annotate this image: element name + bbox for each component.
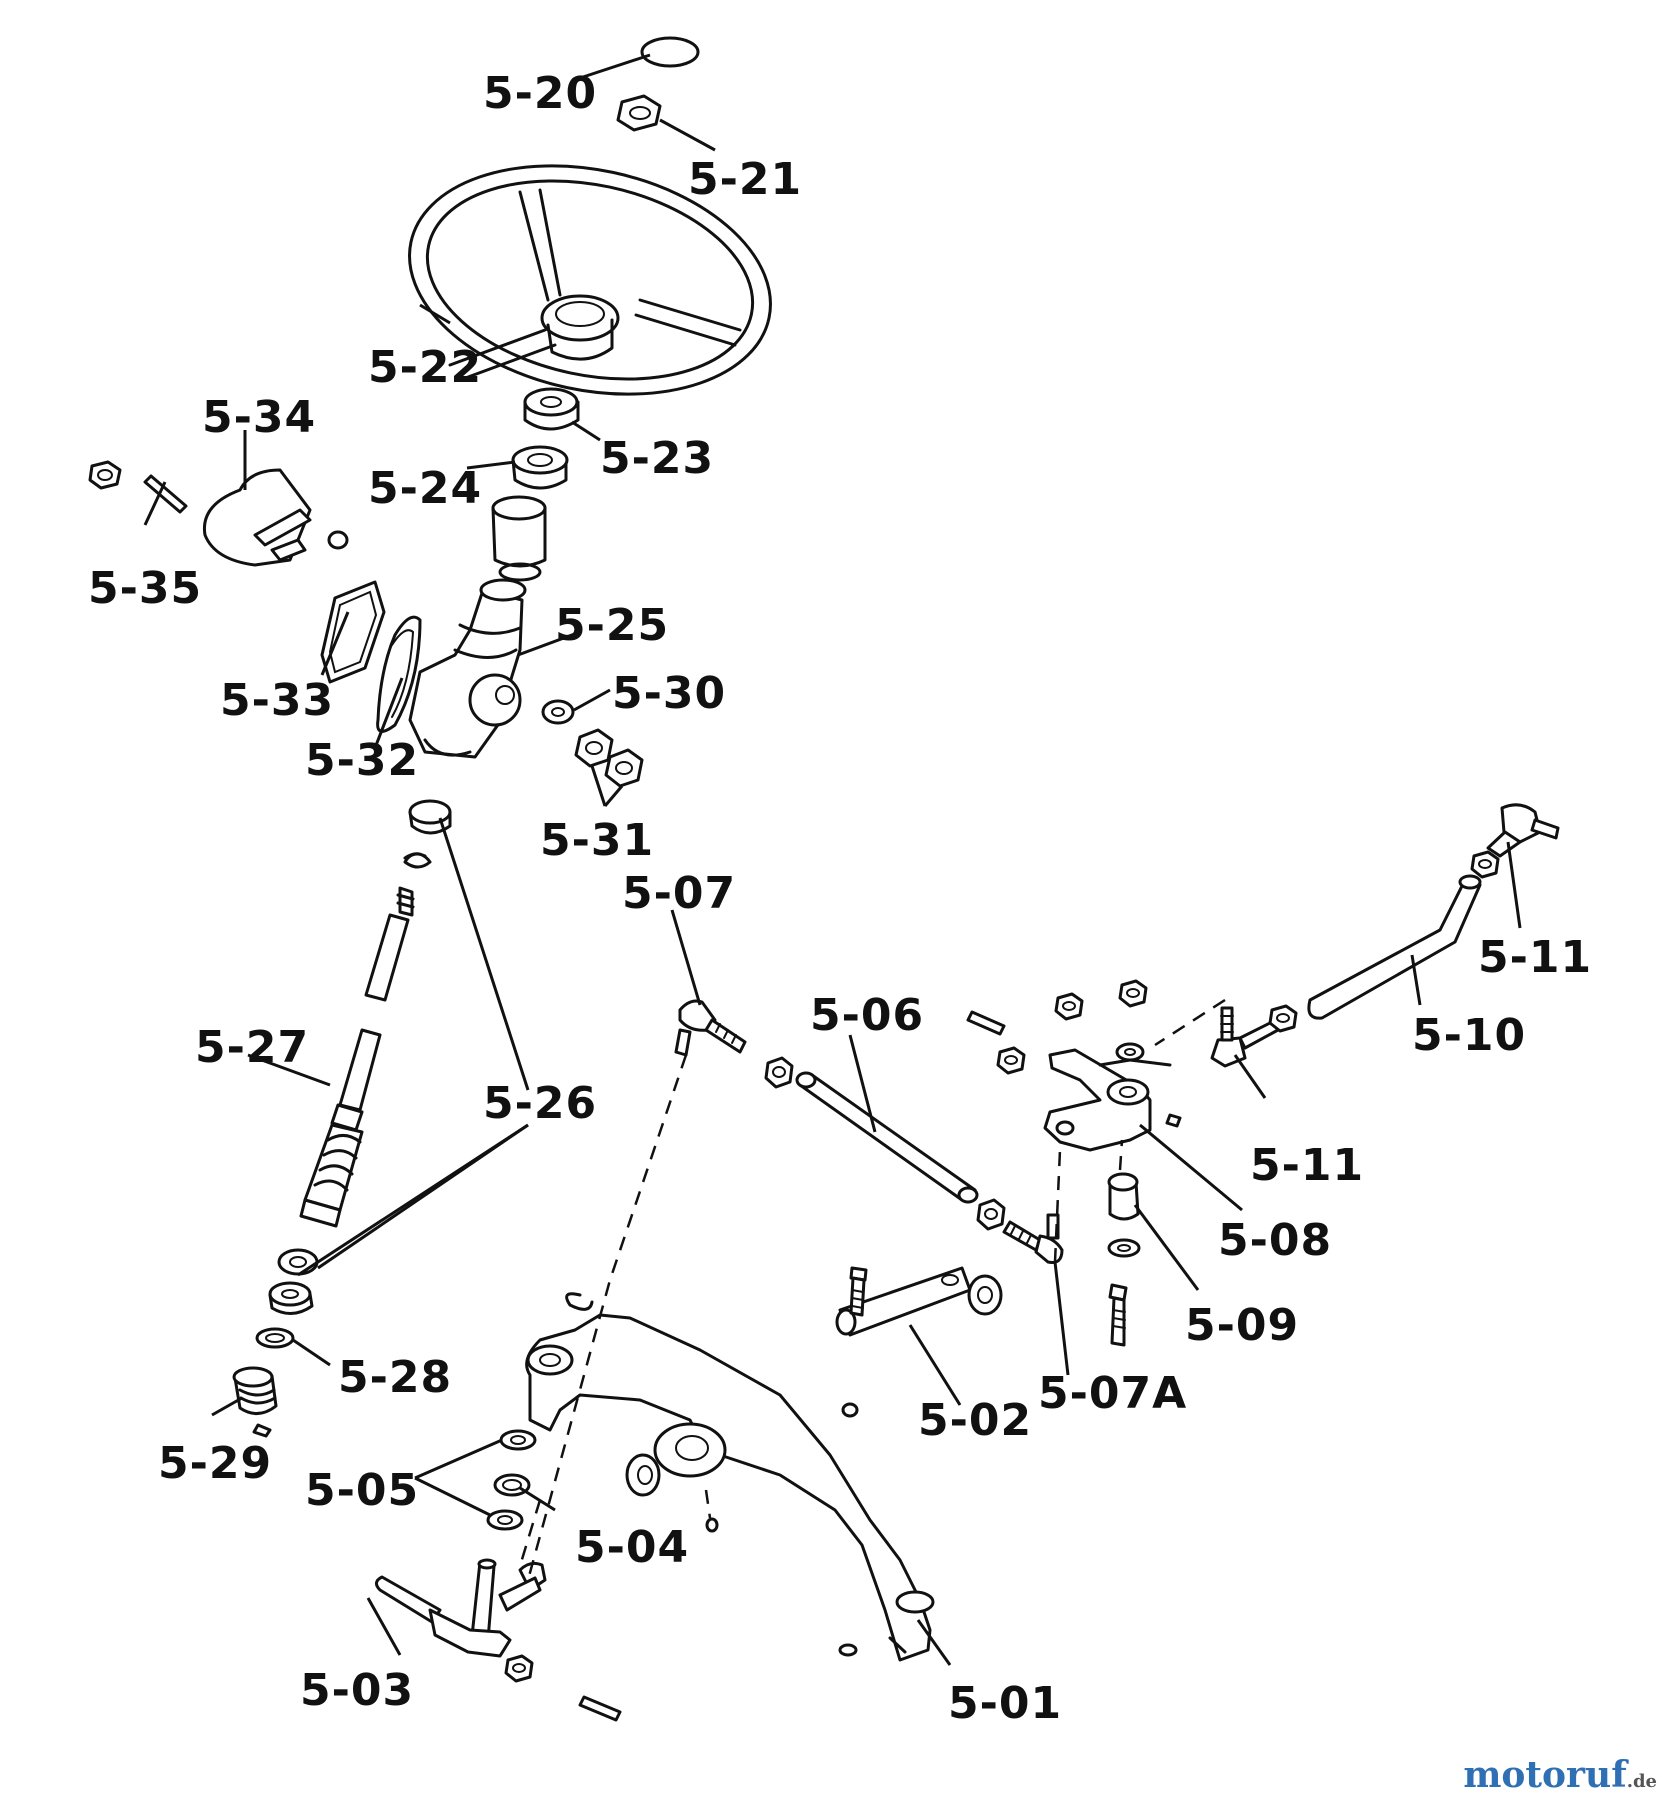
gasket-plate xyxy=(320,580,386,684)
label-5-22: 5-22 xyxy=(368,342,482,393)
label-5-24: 5-24 xyxy=(368,463,482,514)
leader-lines xyxy=(143,53,1522,1666)
tie-rod xyxy=(1307,874,1482,1020)
washer-5-30 xyxy=(541,699,575,725)
grease-fitting-c xyxy=(838,1643,858,1657)
label-5-30: 5-30 xyxy=(612,668,726,719)
label-5-28: 5-28 xyxy=(338,1352,452,1403)
snap-ring xyxy=(565,1292,594,1311)
steering-shaft xyxy=(299,886,415,1228)
bolt-5-02 xyxy=(849,1266,868,1317)
front-axle-arm xyxy=(525,1313,935,1662)
label-5-31: 5-31 xyxy=(540,815,654,866)
label-5-07a: 5-07A xyxy=(1038,1368,1187,1419)
label-5-34: 5-34 xyxy=(202,392,316,443)
bolt-5-35 xyxy=(143,474,188,514)
label-5-03: 5-03 xyxy=(300,1665,414,1716)
upper-bushing xyxy=(408,799,452,835)
label-5-01: 5-01 xyxy=(948,1678,1062,1729)
nut-5-11-lower xyxy=(1268,1004,1298,1033)
steering-arm xyxy=(1043,1048,1172,1152)
label-5-32: 5-32 xyxy=(305,735,419,786)
small-nut-plate xyxy=(327,530,349,550)
label-5-26: 5-26 xyxy=(483,1078,597,1129)
assembly-lines xyxy=(518,998,1226,1581)
label-5-06: 5-06 xyxy=(810,990,924,1041)
label-5-04: 5-04 xyxy=(575,1522,689,1573)
bushing-5-09 xyxy=(1107,1172,1140,1221)
lower-bushing-b xyxy=(268,1281,314,1315)
part-labels: 5-20 5-21 5-22 5-34 5-23 5-24 5-35 5-25 … xyxy=(88,68,1592,1729)
cotter-pin xyxy=(578,1695,622,1722)
steering-wheel-cap xyxy=(640,36,700,68)
steering-wheel-nut xyxy=(616,94,662,132)
label-5-20: 5-20 xyxy=(483,68,597,119)
nut-5-35 xyxy=(88,460,122,490)
ball-joint-5-07 xyxy=(674,999,747,1057)
ball-joint-5-07a xyxy=(1002,1213,1064,1264)
worm-gear xyxy=(303,1123,364,1212)
label-5-11-lower: 5-11 xyxy=(1250,1140,1364,1191)
washer-5-05-top xyxy=(499,1429,537,1451)
nut-arm-c xyxy=(1118,979,1148,1008)
steering-column-housing xyxy=(408,578,527,759)
label-5-07: 5-07 xyxy=(622,868,736,919)
spring-clip xyxy=(403,852,432,869)
bolt-5-09 xyxy=(1108,1283,1128,1347)
label-5-23: 5-23 xyxy=(600,433,714,484)
label-5-25: 5-25 xyxy=(555,600,669,651)
label-5-09: 5-09 xyxy=(1185,1300,1299,1351)
pin-arm xyxy=(1165,1113,1182,1128)
nut-arm-b xyxy=(996,1046,1026,1075)
washer-5-28 xyxy=(255,1327,295,1349)
nut-arm-a xyxy=(1054,992,1084,1021)
lower-bushing-a xyxy=(277,1248,319,1276)
label-5-05: 5-05 xyxy=(305,1465,419,1516)
nuts-5-31 xyxy=(574,728,644,788)
nut-5-03 xyxy=(504,1654,534,1683)
nut-5-06 xyxy=(976,1198,1006,1231)
drag-link-tube xyxy=(795,1071,979,1204)
column-bearing xyxy=(511,445,569,490)
spacer-bushing xyxy=(523,387,580,431)
label-5-10: 5-10 xyxy=(1412,1010,1526,1061)
label-5-08: 5-08 xyxy=(1218,1215,1332,1266)
label-5-27: 5-27 xyxy=(195,1022,309,1073)
tie-rod-end-lower xyxy=(1210,1006,1280,1068)
label-5-29: 5-29 xyxy=(158,1438,272,1489)
label-5-21: 5-21 xyxy=(688,154,802,205)
label-5-33: 5-33 xyxy=(220,675,334,726)
grease-fitting-a xyxy=(841,1402,859,1418)
label-5-35: 5-35 xyxy=(88,563,202,614)
cover-plate xyxy=(202,468,312,567)
bolt-arm xyxy=(966,1010,1006,1036)
label-5-11-upper: 5-11 xyxy=(1478,932,1592,983)
thrust-washer xyxy=(967,1274,1003,1316)
watermark-brand: motoruf xyxy=(1463,1754,1627,1796)
nut-5-07 xyxy=(764,1056,794,1089)
washer-5-09 xyxy=(1107,1238,1141,1258)
gasket-round xyxy=(376,615,422,733)
watermark-tld: .de xyxy=(1626,1771,1657,1792)
tie-rod-end-upper xyxy=(1486,803,1560,858)
nut-5-11-upper xyxy=(1470,850,1500,879)
grease-fitting-b xyxy=(705,1517,719,1533)
washer-5-05-bottom xyxy=(486,1509,524,1531)
column-sleeve xyxy=(491,495,547,582)
watermark-logo: motoruf.de xyxy=(1463,1754,1657,1796)
label-5-02: 5-02 xyxy=(918,1395,1032,1446)
plug-5-29 xyxy=(232,1366,278,1438)
steering-wheel xyxy=(408,164,772,396)
washer-arm xyxy=(1115,1042,1145,1062)
bushing-axle xyxy=(625,1453,661,1497)
spindle-5-03 xyxy=(375,1558,547,1658)
